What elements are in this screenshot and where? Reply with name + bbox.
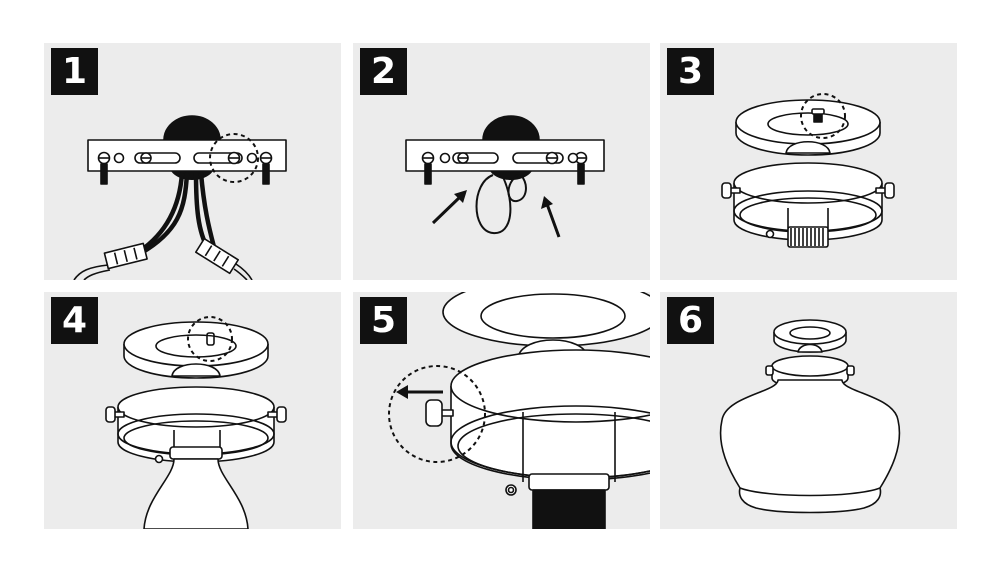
- thumb-screw: [425, 399, 454, 427]
- step-3-highlight-circle: [800, 93, 846, 139]
- step-6-panel: 6: [660, 292, 957, 529]
- step-4-highlight-circle: [187, 316, 233, 362]
- bracket-screw-right: [259, 151, 273, 185]
- arrow-left: [431, 194, 463, 225]
- step-1-badge: 1: [51, 48, 98, 95]
- step-2-panel: 2: [353, 43, 650, 280]
- lamp-socket: [787, 226, 829, 248]
- step-4-panel: 4: [44, 292, 341, 529]
- step-5-highlight-circle: [388, 365, 486, 463]
- step-1-panel: 1: [44, 43, 341, 280]
- step-6-illustration: [719, 319, 901, 514]
- step-4-badge: 4: [51, 297, 98, 344]
- step-6-badge: 6: [667, 297, 714, 344]
- step-1-illustration: [73, 115, 287, 280]
- step-5-panel: 5: [353, 292, 650, 529]
- step-2-badge: 2: [360, 48, 407, 95]
- step-1-highlight-circle: [209, 133, 259, 183]
- thumb-screw-left: [721, 182, 741, 199]
- step-4-illustration: [105, 316, 287, 529]
- step-2-illustration: [405, 115, 605, 238]
- step-5-badge: 5: [360, 297, 407, 344]
- wire-connector-right: [194, 237, 240, 275]
- light-bulb: [143, 458, 249, 529]
- bracket-screw-left: [421, 151, 435, 185]
- schoolhouse-glass-shade: [719, 379, 901, 514]
- step-3-badge: 3: [667, 48, 714, 95]
- step-5-illustration: [388, 292, 650, 529]
- step-3-panel: 3: [660, 43, 957, 280]
- wire-connector-left: [103, 242, 148, 270]
- thumb-screw-right: [875, 182, 895, 199]
- bracket-screw-left: [97, 151, 111, 185]
- mounting-screw-hole: [206, 332, 215, 346]
- tucked-wire-loop: [475, 174, 512, 235]
- thumb-screw-right: [267, 406, 287, 423]
- thumb-screw-left: [105, 406, 125, 423]
- lamp-socket: [532, 489, 606, 529]
- mounting-screw: [811, 108, 825, 123]
- arrow-right: [545, 203, 561, 238]
- step-3-illustration: [721, 93, 895, 248]
